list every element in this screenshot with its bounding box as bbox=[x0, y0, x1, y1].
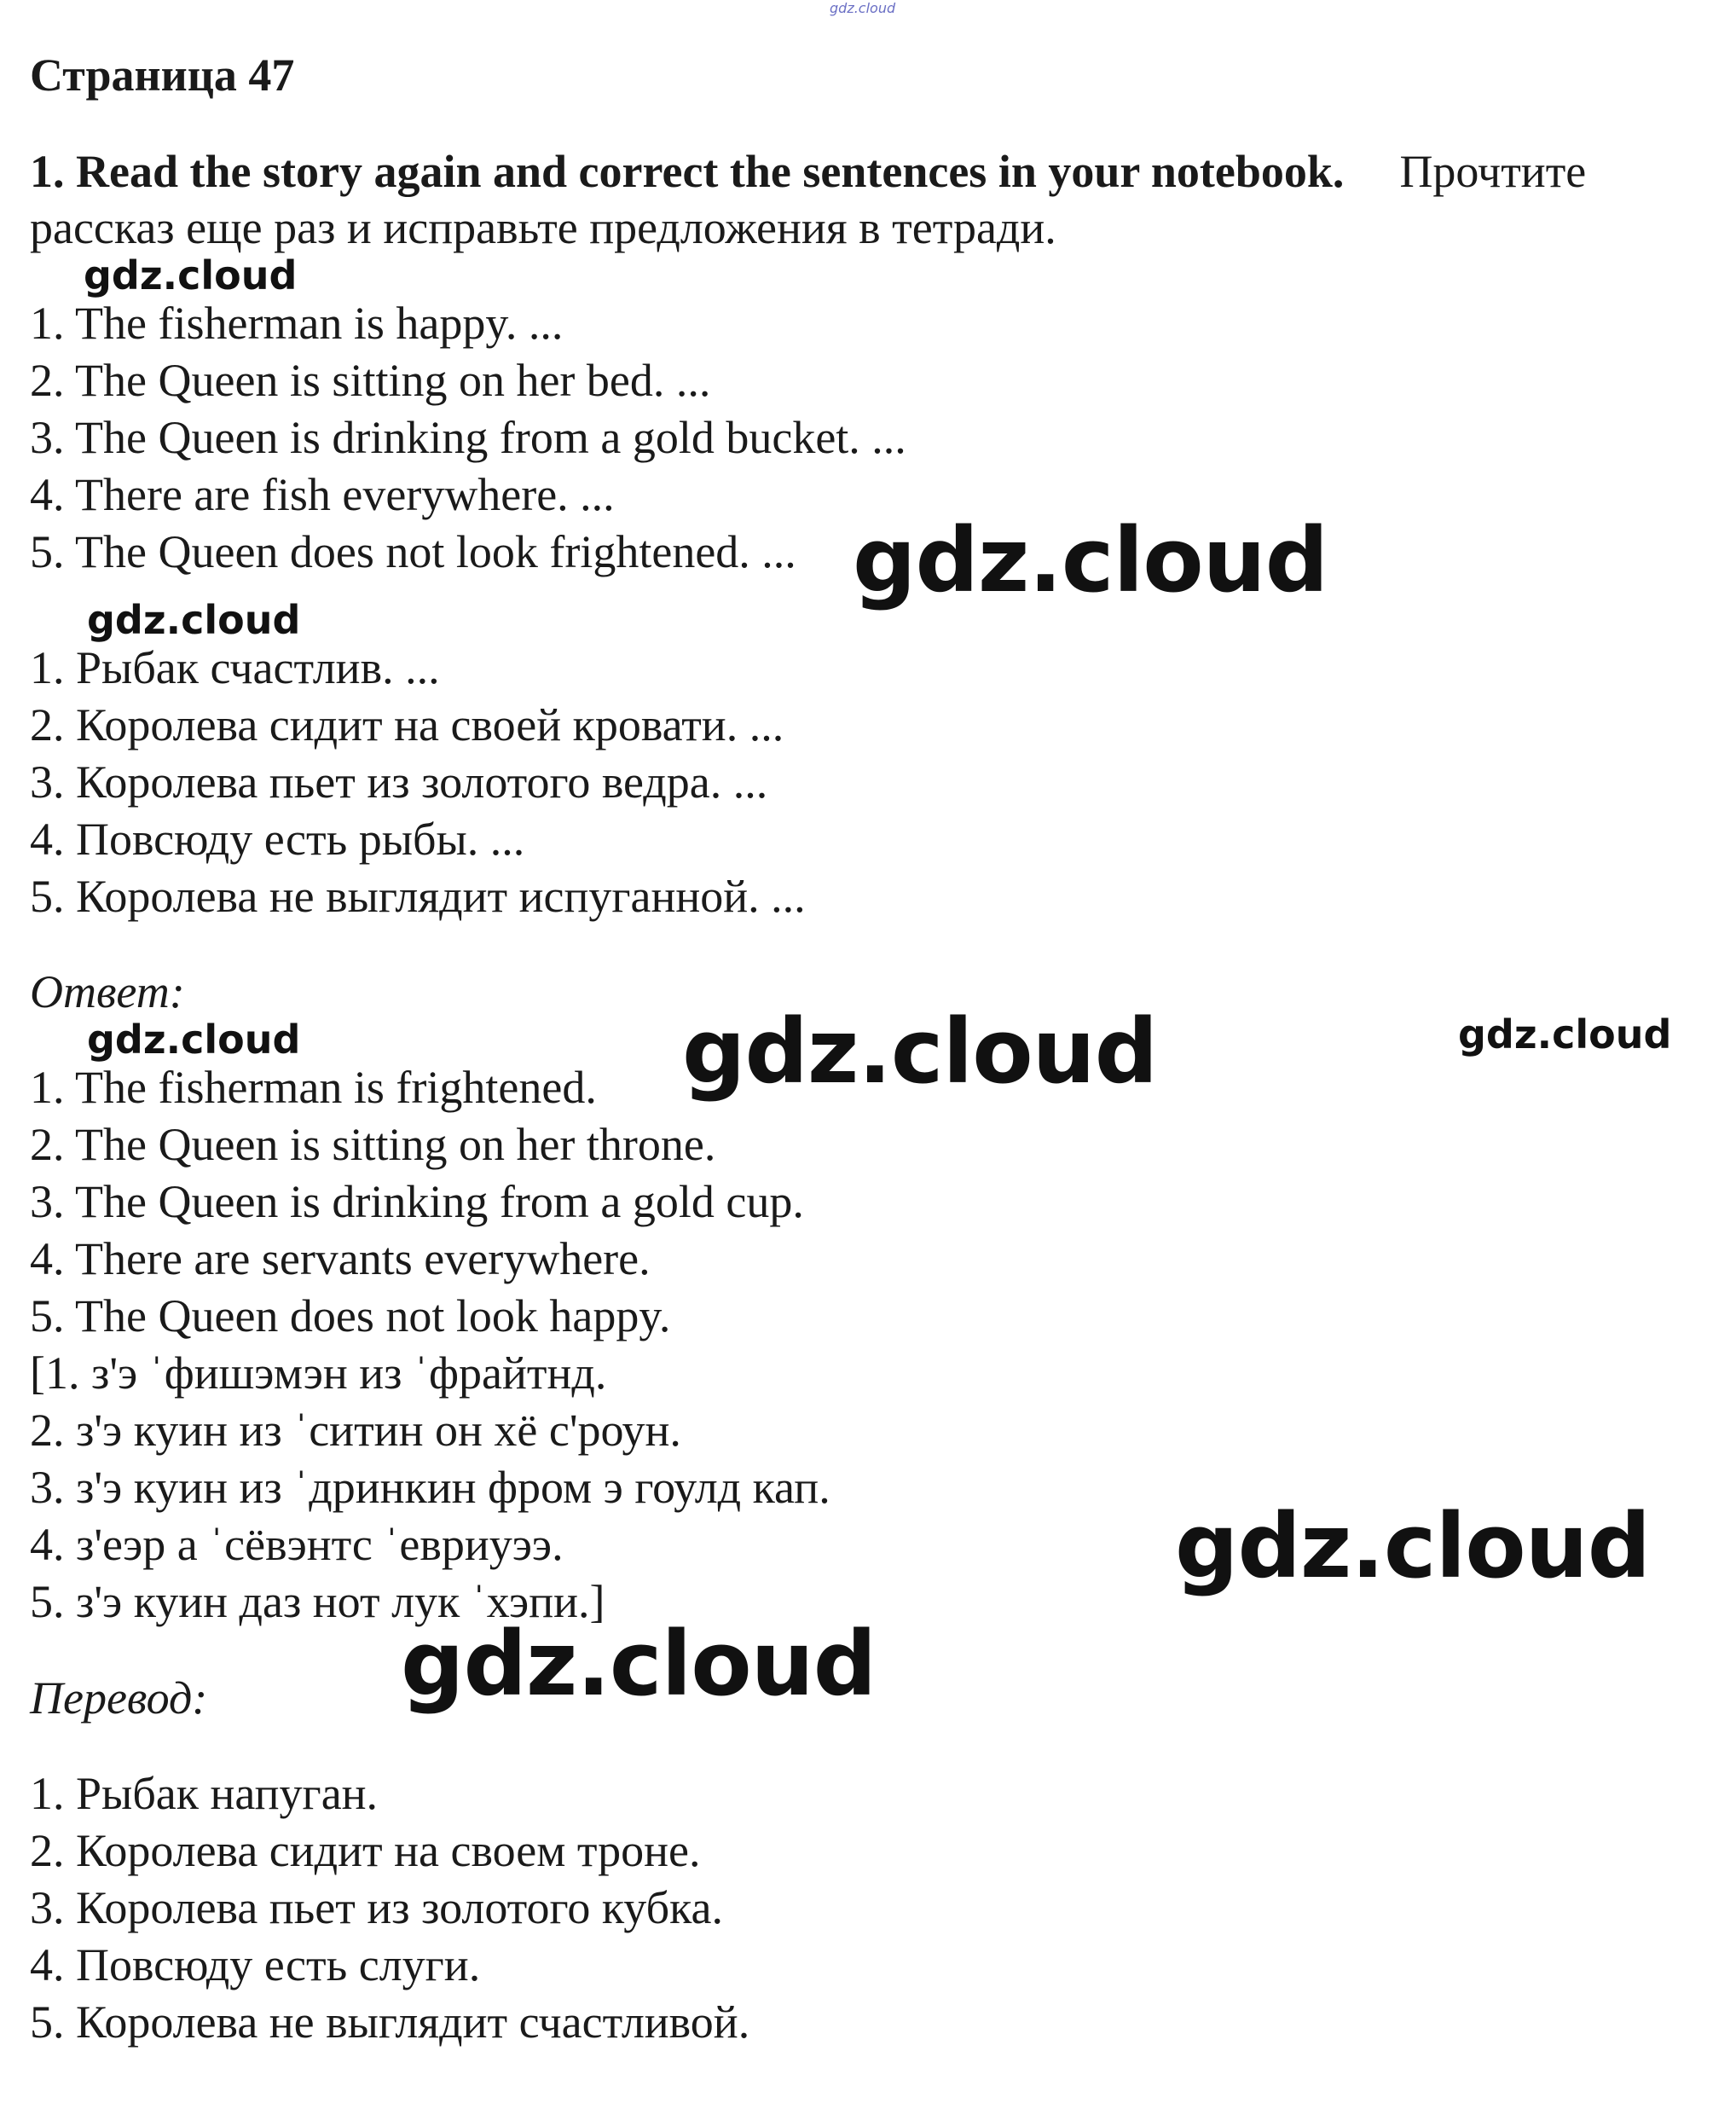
sentence-en: 2. The Queen is sitting on her bed. ... bbox=[30, 355, 711, 406]
watermark: gdz.cloud bbox=[84, 252, 298, 298]
sentence-ru: 4. Повсюду есть рыбы. ... bbox=[30, 814, 525, 865]
translation-ru: 3. Королева пьет из золотого кубка. bbox=[30, 1882, 723, 1933]
watermark: gdz.cloud bbox=[87, 1017, 301, 1063]
watermark: gdz.cloud bbox=[853, 508, 1328, 612]
answer-en: 4. There are servants everywhere. bbox=[30, 1233, 651, 1284]
transcription-line: [1. з'э ˈфишэмэн из ˈфрайтнд. bbox=[30, 1347, 607, 1399]
transcription-line: 2. з'э куин из ˈситин он хё с'роун. bbox=[30, 1405, 681, 1456]
transcription-line: 3. з'э куин из ˈдринкин фром э гоулд кап… bbox=[30, 1462, 830, 1513]
translation-label: Перевод: bbox=[30, 1672, 208, 1724]
sentence-en: 5. The Queen does not look frightened. .… bbox=[30, 526, 796, 577]
watermark: gdz.cloud bbox=[1458, 1011, 1672, 1057]
task-heading-en: 1. Read the story again and correct the … bbox=[30, 146, 1345, 197]
answer-label: Ответ: bbox=[30, 966, 185, 1017]
watermark: gdz.cloud bbox=[401, 1612, 877, 1716]
sentence-ru: 2. Королева сидит на своей кровати. ... bbox=[30, 699, 784, 750]
task-heading-ru-part2: рассказ еще раз и исправьте предложения … bbox=[30, 202, 1056, 253]
sentence-en: 4. There are fish everywhere. ... bbox=[30, 469, 615, 520]
transcription-line: 5. з'э куин даз нот лук ˈхэпи.] bbox=[30, 1576, 605, 1627]
sentence-ru: 1. Рыбак счастлив. ... bbox=[30, 642, 440, 693]
watermark: gdz.cloud bbox=[87, 597, 301, 643]
sentence-en: 1. The fisherman is happy. ... bbox=[30, 298, 564, 349]
answer-en: 2. The Queen is sitting on her throne. bbox=[30, 1119, 716, 1170]
task-heading-ru-part1: Прочтите bbox=[1399, 146, 1587, 197]
watermark: gdz.cloud bbox=[1175, 1494, 1651, 1598]
sentence-ru: 5. Королева не выглядит испуганной. ... bbox=[30, 871, 806, 922]
translation-ru: 4. Повсюду есть слуги. bbox=[30, 1939, 481, 1990]
sentence-en: 3. The Queen is drinking from a gold buc… bbox=[30, 412, 906, 463]
sentence-ru: 3. Королева пьет из золотого ведра. ... bbox=[30, 756, 768, 808]
translation-ru: 5. Королева не выглядит счастливой. bbox=[30, 1996, 750, 2048]
page-title: Страница 47 bbox=[30, 49, 295, 101]
answer-en: 3. The Queen is drinking from a gold cup… bbox=[30, 1176, 804, 1227]
translation-ru: 1. Рыбак напуган. bbox=[30, 1768, 379, 1819]
watermark-tiny: gdz.cloud bbox=[830, 0, 896, 16]
answer-en: 1. The fisherman is frightened. bbox=[30, 1062, 597, 1113]
transcription-line: 4. з'еэр а ˈсёвэнтс ˈевриуээ. bbox=[30, 1519, 564, 1570]
translation-ru: 2. Королева сидит на своем троне. bbox=[30, 1825, 701, 1876]
watermark: gdz.cloud bbox=[682, 999, 1158, 1104]
task-heading: 1. Read the story again and correct the … bbox=[30, 143, 1586, 200]
answer-en: 5. The Queen does not look happy. bbox=[30, 1290, 671, 1341]
